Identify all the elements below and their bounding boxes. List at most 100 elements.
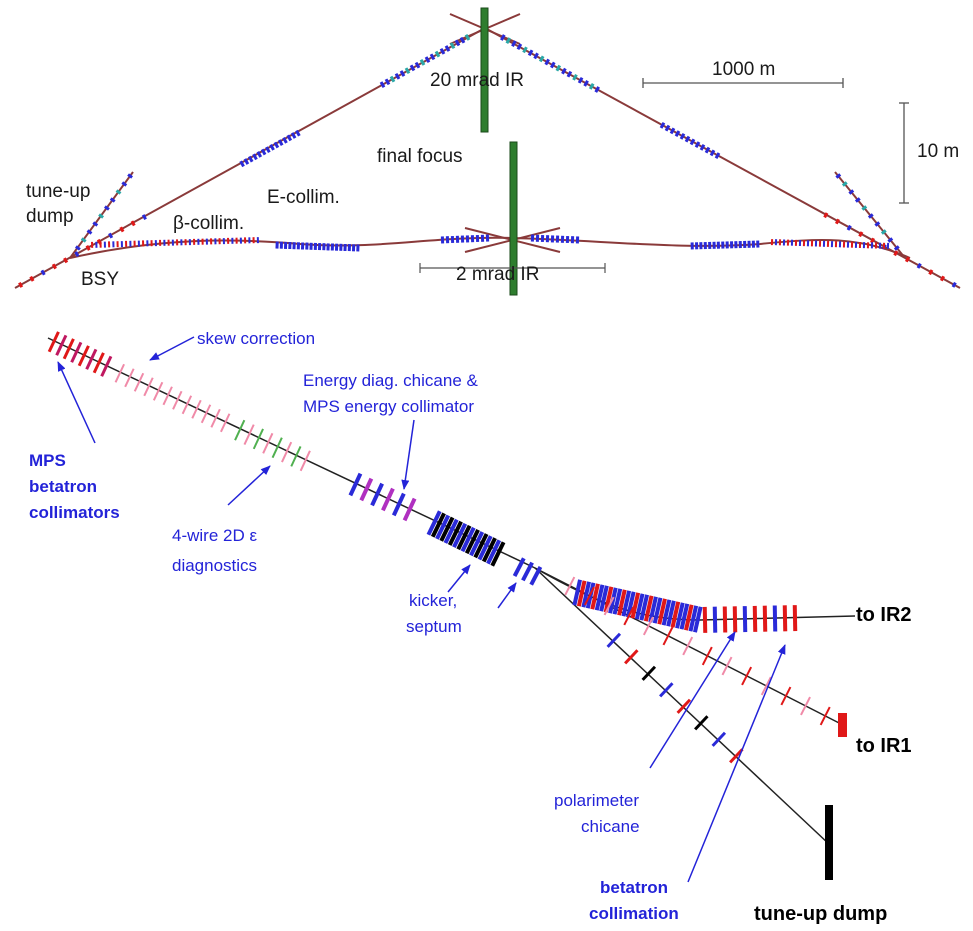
tune-up-dump-block xyxy=(825,805,833,880)
magnet-element xyxy=(460,526,476,553)
label-to-ir2: to IR2 xyxy=(856,604,912,626)
magnet-element xyxy=(639,594,649,621)
magnet-element xyxy=(846,241,850,248)
magnet-element xyxy=(214,238,217,245)
magnet-element xyxy=(429,53,436,61)
magnet-element xyxy=(480,234,485,242)
magnet-element xyxy=(460,235,465,243)
magnet-element xyxy=(664,124,671,132)
magnet-element xyxy=(721,656,733,676)
magnet-element xyxy=(834,218,841,225)
magnet-element xyxy=(470,235,475,243)
ir2-detector-post xyxy=(509,141,518,296)
magnet-element xyxy=(729,748,744,764)
magnet-element xyxy=(124,368,135,388)
magnet-element xyxy=(521,561,534,582)
magnet-element xyxy=(197,238,200,245)
magnet-element xyxy=(243,158,250,165)
magnet-element xyxy=(282,136,288,144)
label-mps-betatron: MPS betatron collimators xyxy=(29,451,120,522)
magnet-element xyxy=(858,231,864,238)
magnet-element xyxy=(163,239,166,246)
magnet-element xyxy=(326,243,330,251)
magnet-element xyxy=(819,706,831,726)
magnet-element xyxy=(861,205,868,211)
magnet-element xyxy=(709,149,716,157)
magnet-element xyxy=(440,236,445,244)
label-four-wire: 4-wire 2D ε diagnostics xyxy=(172,526,262,575)
magnet-element xyxy=(674,130,681,137)
magnet-element xyxy=(18,281,24,288)
magnet-element xyxy=(814,240,818,247)
magnet-element xyxy=(381,487,395,512)
magnet-element xyxy=(193,238,196,245)
magnet-element xyxy=(394,72,401,80)
label-2mrad-ir: 2 mrad IR xyxy=(456,264,539,285)
magnet-element xyxy=(414,61,421,69)
label-e-collim: E-collim. xyxy=(267,187,340,208)
label-beta-collim: β-collim. xyxy=(173,213,244,234)
magnet-element xyxy=(721,241,725,249)
magnet-element xyxy=(794,239,798,246)
magnet-element xyxy=(200,404,212,424)
magnet-element xyxy=(92,221,99,227)
magnet-element xyxy=(550,61,556,69)
magnet-element xyxy=(712,241,716,249)
label-bsy: BSY xyxy=(81,269,119,290)
magnet-element xyxy=(116,241,119,248)
magnet-element xyxy=(63,257,69,264)
magnet-element xyxy=(252,153,258,161)
magnet-element xyxy=(572,579,582,606)
magnet-element xyxy=(703,242,707,250)
magnet-element xyxy=(351,244,356,252)
magnet-element xyxy=(916,262,922,269)
magnet-element xyxy=(841,181,848,187)
magnet-element xyxy=(181,395,193,415)
magnet-element xyxy=(171,239,174,246)
magnet-element xyxy=(435,514,451,540)
magnet-element xyxy=(119,226,125,233)
magnet-element xyxy=(641,665,657,681)
magnet-element xyxy=(782,239,786,246)
magnet-element xyxy=(550,235,555,243)
magnet-element xyxy=(893,250,899,257)
magnet-element xyxy=(430,512,446,538)
magnet-element xyxy=(103,241,106,248)
magnet-element xyxy=(191,399,202,419)
magnet-element xyxy=(309,242,313,250)
magnet-element xyxy=(419,59,426,66)
magnet-element xyxy=(682,636,694,656)
magnet-element xyxy=(99,241,102,248)
magnet-element xyxy=(577,76,584,84)
magnet-element xyxy=(743,240,747,248)
magnet-element xyxy=(348,472,363,497)
magnet-element xyxy=(239,160,245,168)
magnet-element xyxy=(154,240,157,247)
magnet-element xyxy=(399,70,406,77)
magnet-element xyxy=(265,146,271,154)
magnet-element xyxy=(490,541,506,567)
magnet-element xyxy=(120,241,123,248)
magnet-element xyxy=(699,144,706,151)
magnet-element xyxy=(172,390,183,410)
label-kicker-septum: kicker, septum xyxy=(406,591,462,636)
magnet-element xyxy=(714,152,721,159)
magnet-element xyxy=(734,241,738,249)
label-20mrad-ir: 20 mrad IR xyxy=(430,70,524,91)
top-magnet-elements xyxy=(18,34,957,288)
magnet-element xyxy=(661,599,672,626)
label-1000m: 1000 m xyxy=(712,59,775,80)
magnet-element xyxy=(699,242,703,250)
magnet-element xyxy=(227,237,230,244)
magnet-element xyxy=(939,275,946,282)
magnet-element xyxy=(40,269,46,276)
magnet-element xyxy=(752,605,758,632)
magnet-element xyxy=(617,589,627,616)
magnet-element xyxy=(85,244,91,251)
magnet-element xyxy=(810,240,814,247)
magnet-element xyxy=(880,229,887,235)
magnet-element xyxy=(74,251,80,258)
magnet-element xyxy=(662,626,674,646)
magnet-element xyxy=(271,437,283,459)
